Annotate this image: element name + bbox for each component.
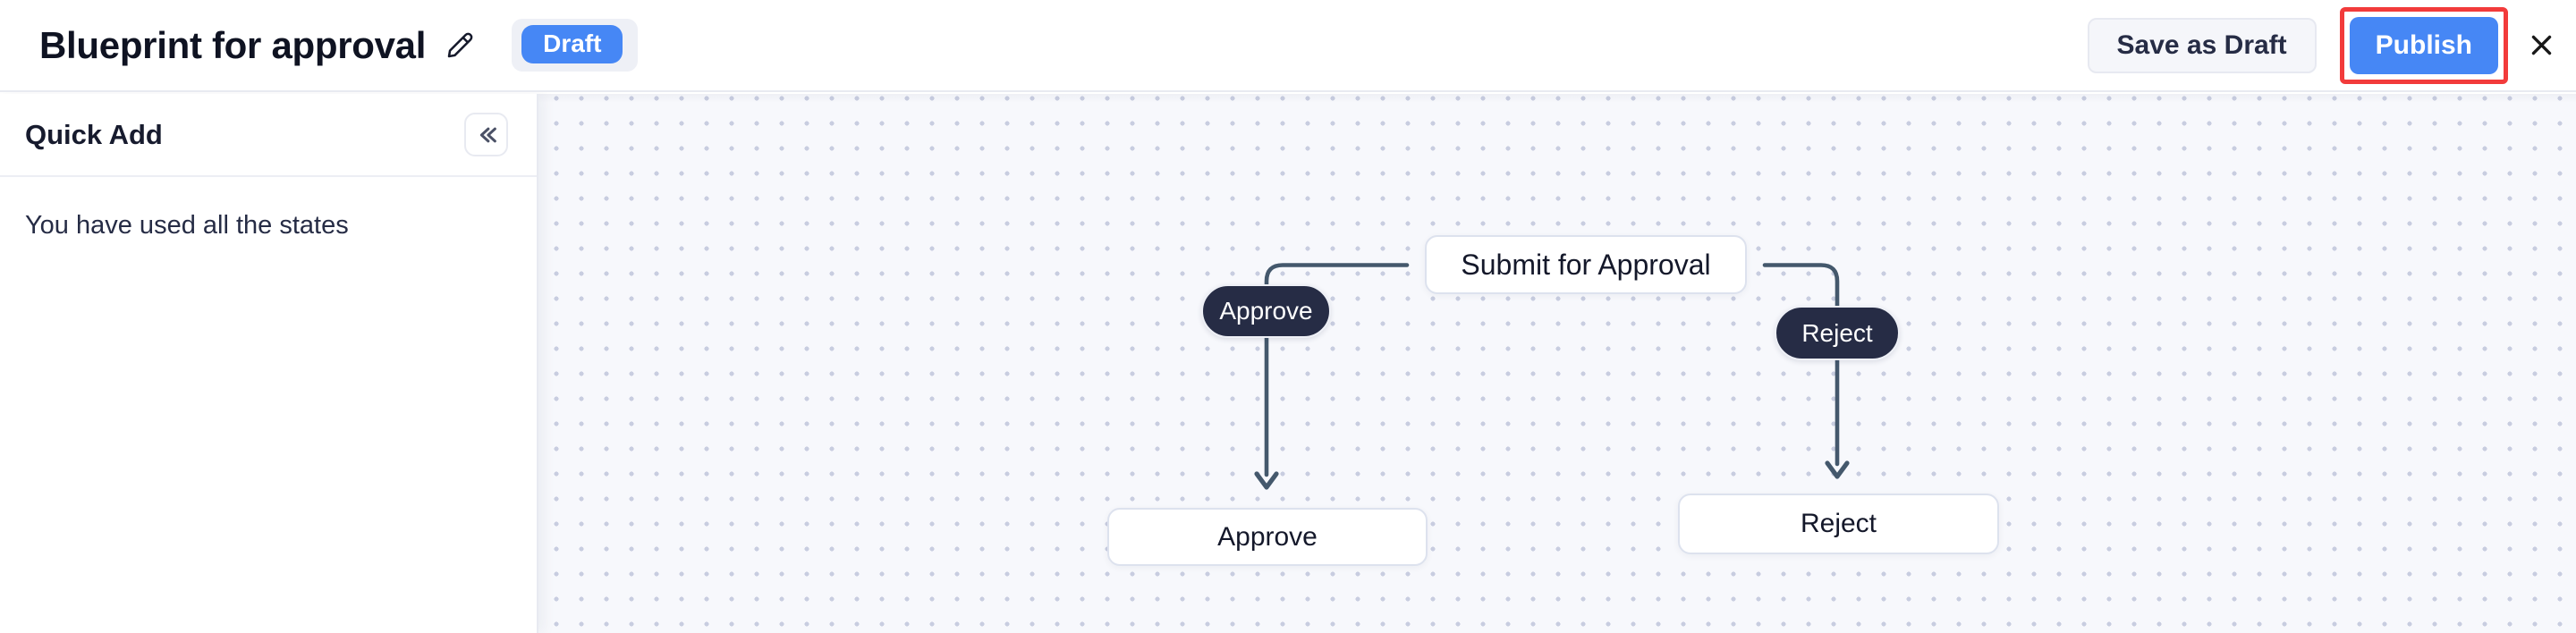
states-exhausted-message: You have used all the states (25, 211, 349, 240)
state-node-reject[interactable]: Reject (1678, 494, 1999, 554)
publish-button[interactable]: Publish (2349, 16, 2498, 74)
state-node-approve[interactable]: Approve (1107, 508, 1428, 566)
header-bar: Blueprint for approval Draft Save as Dra… (0, 0, 2576, 92)
status-badge-container: Draft (512, 18, 639, 72)
arrowhead-reject (1825, 460, 1850, 479)
status-badge: Draft (521, 24, 623, 64)
quick-add-sidebar: Quick Add You have used all the states (0, 94, 538, 633)
double-chevron-left-icon (473, 122, 500, 148)
sidebar-body: You have used all the states (0, 177, 537, 274)
close-button[interactable] (2521, 26, 2561, 65)
sidebar-header: Quick Add (0, 94, 537, 177)
connector-approve (1264, 263, 1410, 477)
connector-reject (1762, 263, 1840, 467)
state-node-submit-for-approval[interactable]: Submit for Approval (1425, 235, 1747, 294)
close-icon (2528, 31, 2555, 59)
transition-connectors (1254, 263, 1850, 490)
page-title: Blueprint for approval (39, 23, 427, 66)
pencil-icon (445, 31, 474, 60)
transition-pill-approve[interactable]: Approve (1201, 284, 1331, 338)
collapse-sidebar-button[interactable] (464, 113, 508, 156)
publish-highlight-annotation: Publish (2339, 6, 2508, 84)
save-as-draft-button[interactable]: Save as Draft (2087, 17, 2317, 73)
edit-title-button[interactable] (440, 26, 479, 65)
workflow-canvas[interactable]: Submit for Approval Approve Reject Appro… (538, 94, 2576, 633)
arrowhead-approve (1254, 471, 1279, 490)
sidebar-title: Quick Add (25, 118, 163, 150)
transition-pill-reject[interactable]: Reject (1775, 306, 1900, 360)
